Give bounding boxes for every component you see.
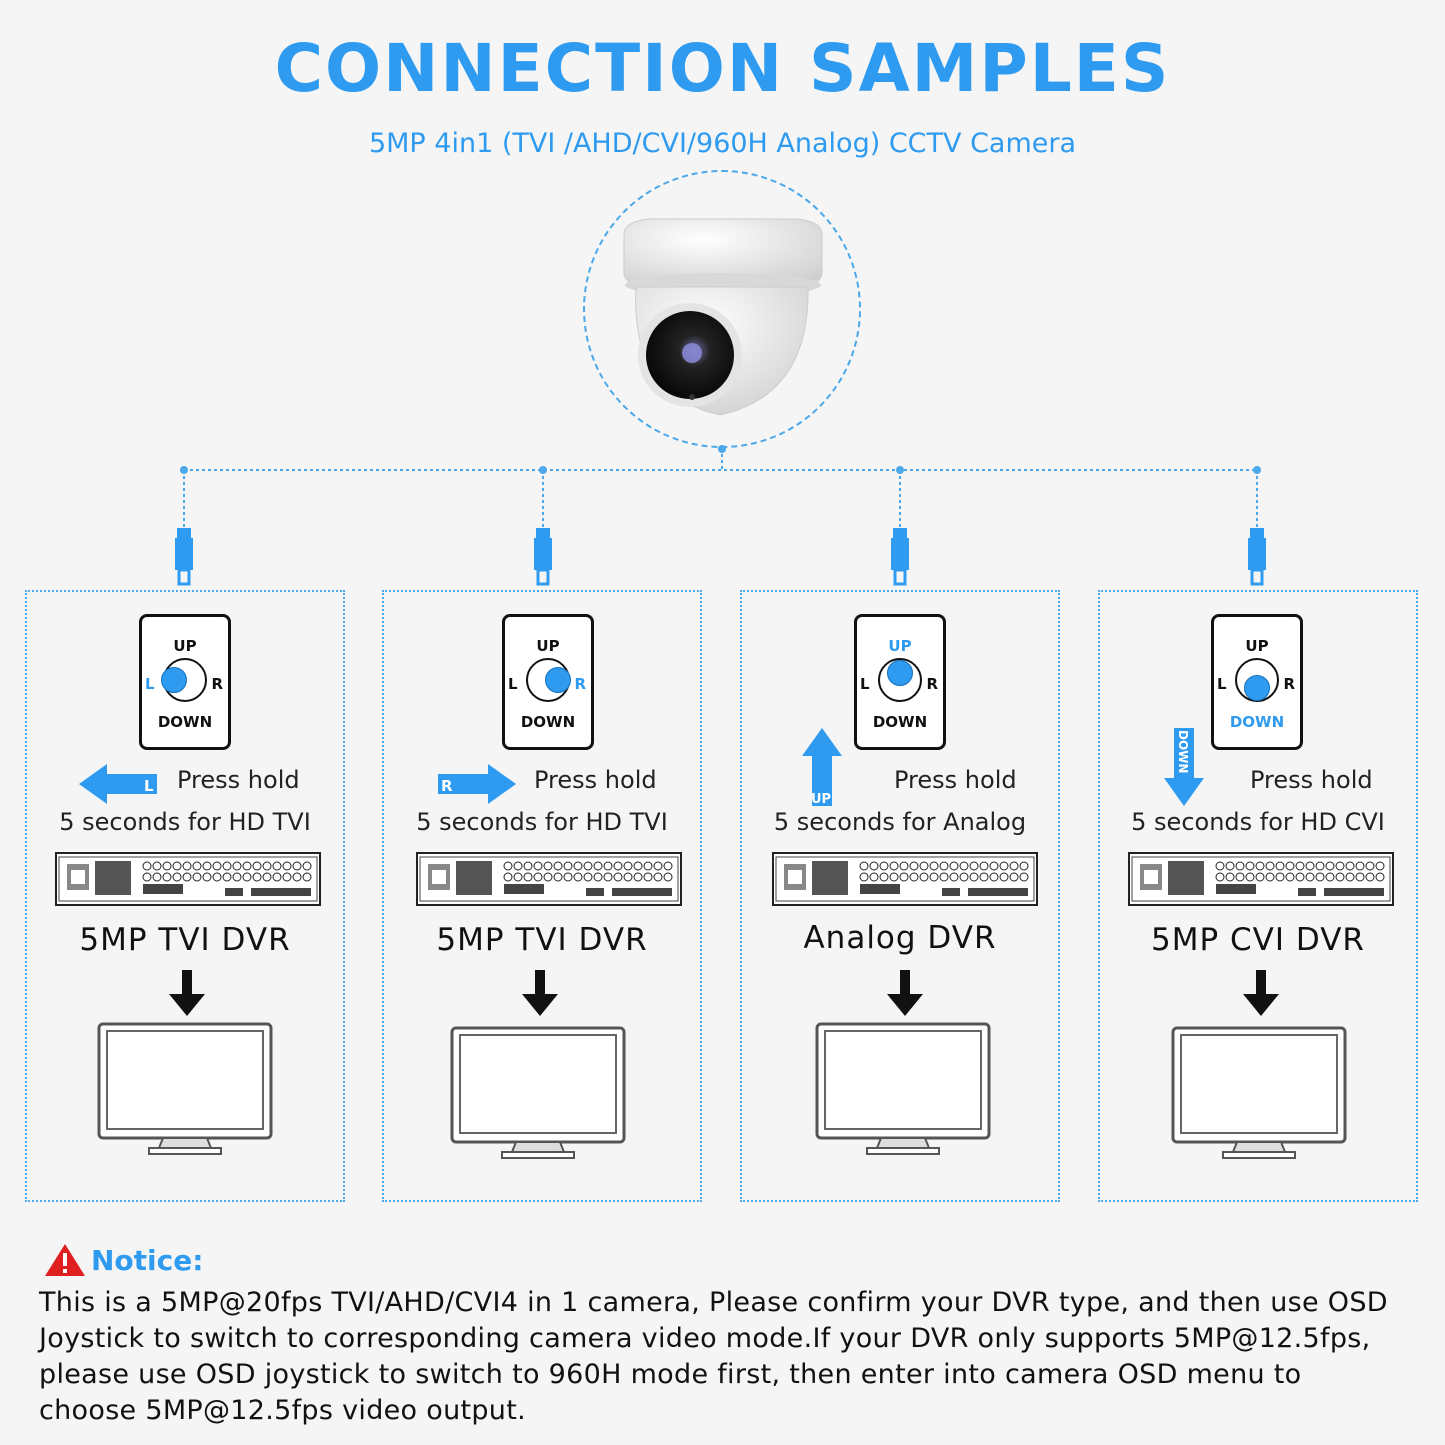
joystick-right-label: R: [211, 675, 223, 693]
osd-joystick[interactable]: UP L R DOWN: [502, 614, 594, 750]
arrow-tag: R: [441, 777, 453, 795]
joystick-down-label: DOWN: [520, 713, 576, 731]
instruction-text: 5 seconds for HD CVI: [1131, 808, 1385, 836]
joystick-knob: [887, 660, 913, 686]
dvr-device-icon: [772, 852, 1038, 906]
connection-panel-analog: UP L R DOWN UP Press hold 5 seconds for …: [740, 590, 1060, 1202]
dvr-device-icon: [1128, 852, 1394, 906]
joystick-down-label: DOWN: [872, 713, 928, 731]
joystick-up-label: UP: [1245, 637, 1269, 655]
joystick-down-label: DOWN: [1229, 713, 1285, 731]
joystick-down-label: DOWN: [157, 713, 213, 731]
notice-line: please use OSD joystick to switch to 960…: [39, 1359, 1302, 1390]
arrow-down-blue-icon: DOWN: [1164, 728, 1204, 806]
dvr-device-icon: [55, 852, 321, 906]
arrow-up-icon: UP: [802, 728, 842, 807]
connection-panel-cvi: UP L R DOWN DOWN Press hold 5 seconds fo…: [1098, 590, 1418, 1202]
arrow-tag: UP: [811, 792, 831, 807]
press-hold-text: Press hold: [177, 766, 300, 794]
joystick-left-label: L: [1217, 675, 1227, 693]
arrow-down-icon: [522, 970, 558, 1016]
arrow-tag: DOWN: [1176, 730, 1190, 773]
notice-line: Joystick to switch to corresponding came…: [39, 1323, 1371, 1354]
joystick-up-label: UP: [536, 637, 560, 655]
osd-joystick[interactable]: UP L R DOWN: [854, 614, 946, 750]
dvr-label: 5MP TVI DVR: [436, 922, 648, 958]
joystick-up-label: UP: [173, 637, 197, 655]
arrow-right-icon: R: [438, 764, 516, 804]
instruction-text: 5 seconds for Analog: [773, 808, 1027, 836]
joystick-knob: [545, 667, 571, 693]
instruction-text: 5 seconds for HD TVI: [416, 808, 668, 836]
arrow-down-icon: [887, 970, 923, 1016]
monitor-icon: [815, 1022, 991, 1155]
connector-lines: [175, 445, 1266, 586]
joystick-right-label: R: [1283, 675, 1295, 693]
joystick-ring: [878, 658, 922, 702]
dvr-label: 5MP CVI DVR: [1151, 922, 1365, 958]
monitor-icon: [97, 1022, 273, 1155]
connection-panel-tvi-1: UP L R DOWN L Press hold 5 seconds for H…: [25, 590, 345, 1202]
dvr-label: 5MP TVI DVR: [79, 922, 291, 958]
joystick-knob: [161, 667, 187, 693]
dvr-label: Analog DVR: [803, 920, 997, 956]
arrow-tag: L: [144, 777, 154, 795]
page-title: CONNECTION SAMPLES: [274, 30, 1171, 107]
arrow-down-icon: [1243, 970, 1279, 1016]
osd-joystick[interactable]: UP L R DOWN: [1211, 614, 1303, 750]
press-hold-text: Press hold: [534, 766, 657, 794]
joystick-left-label: L: [860, 675, 870, 693]
joystick-knob: [1244, 675, 1270, 701]
monitor-icon: [1171, 1026, 1347, 1159]
joystick-up-label: UP: [888, 637, 912, 655]
dvr-device-icon: [416, 852, 682, 906]
dome-camera-icon: [623, 218, 823, 416]
joystick-left-label: L: [508, 675, 518, 693]
notice-line: choose 5MP@12.5fps video output.: [39, 1395, 526, 1426]
joystick-left-label: L: [145, 675, 155, 693]
osd-joystick[interactable]: UP L R DOWN: [139, 614, 231, 750]
notice-title: Notice:: [91, 1244, 204, 1277]
warning-icon: [45, 1244, 85, 1276]
joystick-ring: [1235, 658, 1279, 702]
camera-frame: [583, 170, 861, 448]
arrow-down-icon: [169, 970, 205, 1016]
press-hold-text: Press hold: [894, 766, 1017, 794]
cable-plug-icon: [175, 528, 1266, 586]
arrow-left-icon: L: [79, 764, 157, 804]
joystick-right-label: R: [926, 675, 938, 693]
instruction-text: 5 seconds for HD TVI: [59, 808, 311, 836]
joystick-right-label: R: [574, 675, 586, 693]
connection-panel-tvi-2: UP L R DOWN R Press hold 5 seconds for H…: [382, 590, 702, 1202]
notice-line: This is a 5MP@20fps TVI/AHD/CVI4 in 1 ca…: [39, 1287, 1388, 1318]
monitor-icon: [450, 1026, 626, 1159]
press-hold-text: Press hold: [1250, 766, 1373, 794]
page-subtitle: 5MP 4in1 (TVI /AHD/CVI/960H Analog) CCTV…: [368, 128, 1077, 159]
